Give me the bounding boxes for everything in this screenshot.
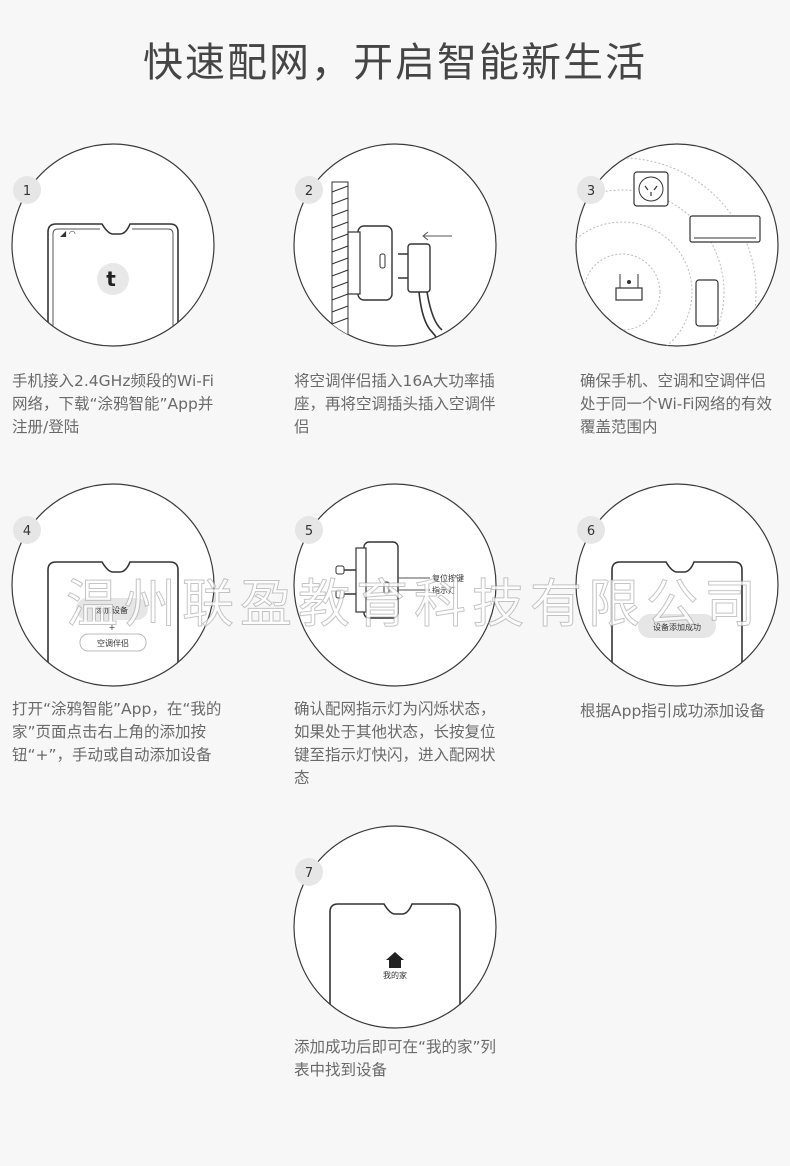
step-number: 7 — [305, 866, 313, 881]
step-1-text: 手机接入2.4GHz频段的Wi-Fi网络，下载“涂鸦智能”App并注册/登陆 — [12, 372, 214, 436]
step-3-text: 确保手机、空调和空调伴侣处于同一个Wi-Fi网络的有效覆盖范围内 — [580, 372, 772, 436]
home-icon — [386, 952, 404, 968]
page-title: 快速配网，开启智能新生活 — [143, 40, 647, 86]
add-device-button: 添加设备 — [96, 605, 128, 615]
step-number: 3 — [587, 184, 595, 199]
step-2-illustration: 2 — [292, 142, 498, 348]
svg-text:+: + — [109, 623, 116, 632]
tuya-logo-icon: t — [106, 267, 116, 291]
step-3-illustration: 3 — [574, 142, 780, 348]
step-number: 2 — [305, 184, 313, 199]
my-home-label: 我的家 — [383, 970, 407, 980]
step-number: 6 — [587, 524, 595, 539]
step-2-text: 将空调伴侣插入16A大功率插座，再将空调插头插入空调伴侣 — [294, 372, 496, 436]
step-number: 5 — [305, 524, 313, 539]
step-number: 1 — [23, 184, 31, 199]
step-5-text: 确认配网指示灯为闪烁状态，如果处于其他状态，长按复位键至指示灯快闪，进入配网状态 — [294, 700, 496, 787]
indicator-light-label: 指示灯 — [432, 585, 456, 595]
device-added-badge: 设备添加成功 — [653, 622, 701, 632]
step-4-text: 打开“涂鸦智能”App，在“我的家”页面点击右上角的添加按钮“+”，手动或自动添… — [12, 700, 222, 764]
reset-button-label: 复位按键 — [432, 573, 464, 583]
step-6-text: 根据App指引成功添加设备 — [580, 702, 766, 720]
step-5-illustration: 复位按键 指示灯 5 — [292, 482, 498, 688]
step-7-illustration: 我的家 7 — [292, 824, 498, 1030]
svg-text:◢ ◠: ◢ ◠ — [60, 229, 76, 238]
step-7-text: 添加成功后即可在“我的家”列表中找到设备 — [294, 1038, 497, 1079]
step-number: 4 — [23, 524, 31, 539]
step-4-illustration: 添加设备 + 空调伴侣 4 — [10, 482, 216, 688]
ac-companion-item: 空调伴侣 — [97, 638, 129, 648]
step-1-illustration: t ◢ ◠ 1 — [10, 142, 216, 348]
step-6-illustration: 设备添加成功 6 — [574, 482, 780, 688]
